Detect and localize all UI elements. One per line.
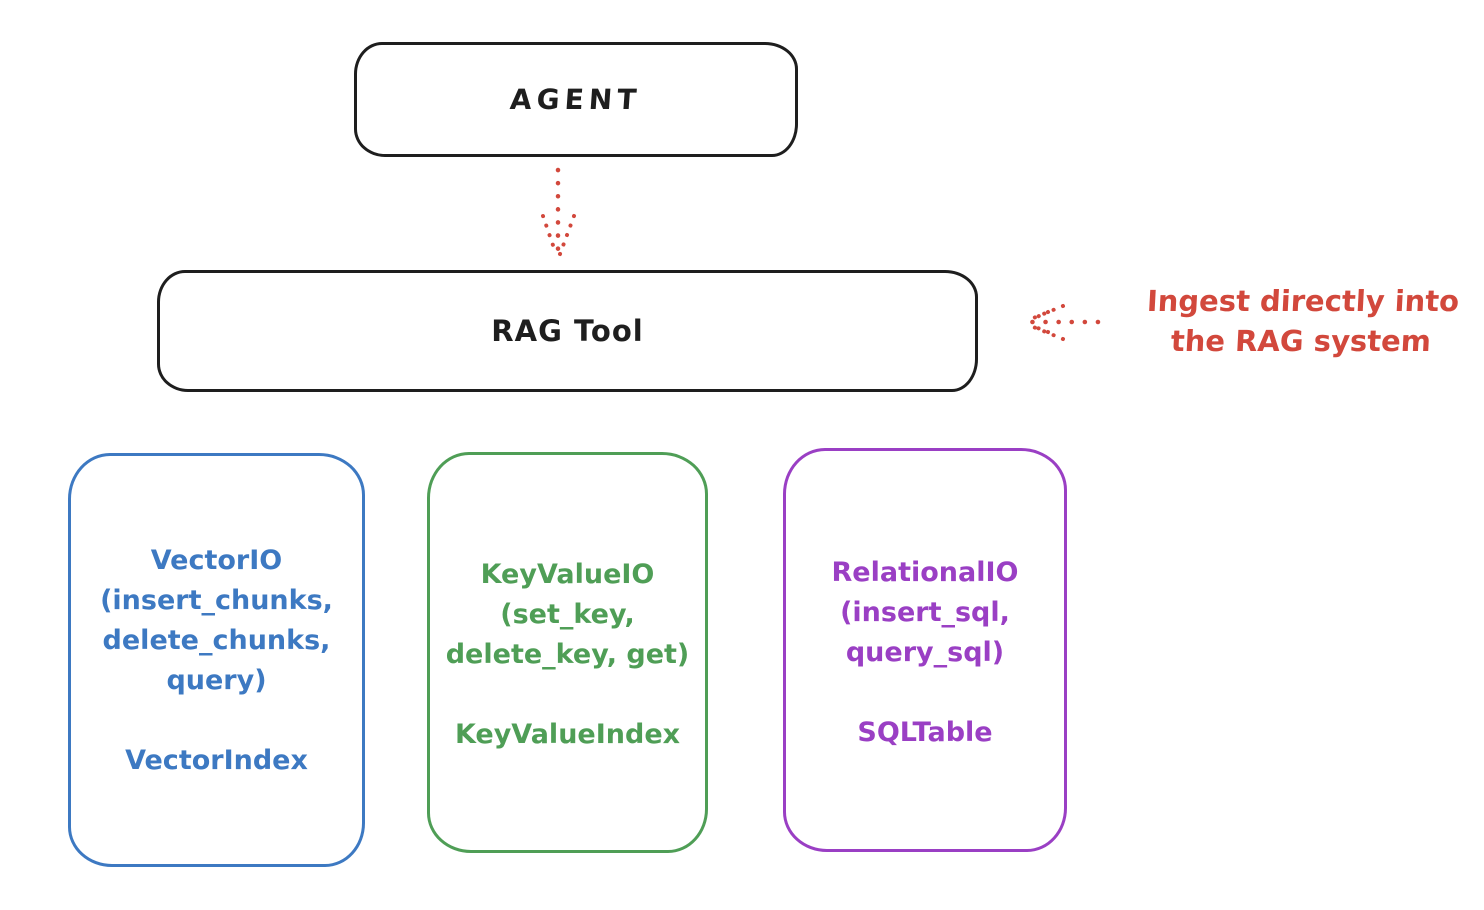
arrowhead-left [541,214,558,256]
agent-to-ragtool-arrow [541,167,576,257]
sql-table-label: SQLTable [857,717,993,748]
title-line: (set_key, [500,599,635,630]
arrowhead-right [558,214,576,256]
relational-io-box: RelationalIO (insert_sql, query_sql) SQL… [783,448,1067,852]
ingest-annotation-line1: Ingest directly into [1146,284,1461,318]
annotation-arrow [1024,304,1101,341]
rag-tool-box: RAG Tool [157,270,978,392]
agent-box: AGENT [354,42,798,157]
arrowhead-bottom [1024,322,1065,341]
title-line: VectorIO [150,545,283,576]
title-line: RelationalIO [831,557,1019,588]
title-line: (insert_sql, [840,597,1010,628]
keyvalue-io-box: KeyValueIO (set_key, delete_key, get) Ke… [427,452,708,853]
vector-io-box: VectorIO (insert_chunks, delete_chunks, … [68,453,365,867]
vector-index-label: VectorIndex [125,745,308,776]
title-line: delete_key, get) [445,639,690,670]
arrowhead-inner-bottom [1028,323,1050,334]
relational-io-title: RelationalIO (insert_sql, query_sql) [832,553,1019,673]
keyvalue-io-title: KeyValueIO (set_key, delete_key, get) [446,555,690,675]
title-line: (insert_chunks, [100,585,333,616]
title-line: delete_chunks, [102,625,331,656]
agent-label: AGENT [509,83,643,116]
title-line: query_sql) [845,637,1005,668]
arrowhead-inner-top [1028,310,1050,322]
keyvalue-index-label: KeyValueIndex [454,719,681,750]
ingest-annotation-line2: the RAG system [1169,324,1432,358]
title-line: KeyValueIO [480,559,655,590]
title-line: query) [166,665,267,696]
arrowhead-top [1024,304,1065,323]
ingest-annotation: Ingest directly into the RAG system [1126,281,1478,361]
rag-tool-label: RAG Tool [491,314,644,348]
vector-io-title: VectorIO (insert_chunks, delete_chunks, … [100,541,333,701]
